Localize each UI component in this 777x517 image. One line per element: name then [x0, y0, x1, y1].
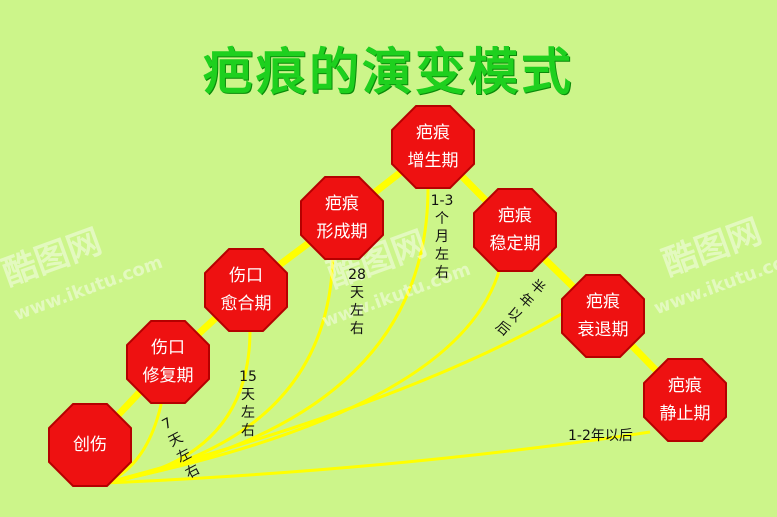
duration-char: 月 — [435, 229, 449, 245]
node-label-line1: 疤痕 — [416, 123, 450, 143]
duration-label-3: 28 天 左 右 — [345, 266, 369, 338]
node-scar-stable: 疤痕 稳定期 — [475, 190, 555, 270]
duration-char: 左 — [435, 247, 449, 263]
node-scar-hyperplasia: 疤痕 增生期 — [393, 107, 473, 187]
duration-char: 个 — [435, 211, 449, 227]
duration-label-2: 15 天 左 右 — [236, 368, 260, 440]
node-label-line1: 伤口 — [151, 338, 185, 358]
node-wound-healing: 伤口 愈合期 — [206, 250, 286, 330]
duration-char: 15 — [239, 369, 257, 385]
duration-char: 天 — [241, 387, 255, 403]
duration-char: 左 — [241, 405, 255, 421]
node-label-line2: 衰退期 — [577, 320, 629, 340]
duration-char: 右 — [350, 321, 364, 337]
node-label-line1: 伤口 — [229, 266, 263, 286]
node-label-line2: 形成期 — [316, 222, 368, 242]
duration-label-6: 1-2年以后 — [568, 428, 633, 444]
node-label-line2: 稳定期 — [489, 234, 541, 254]
duration-char: 1-3 — [430, 193, 454, 209]
duration-char: 28 — [348, 267, 366, 283]
node-scar-static: 疤痕 静止期 — [645, 360, 725, 440]
node-scar-formation: 疤痕 形成期 — [302, 178, 382, 258]
node-scar-decline: 疤痕 衰退期 — [563, 276, 643, 356]
node-label-line1: 疤痕 — [668, 376, 702, 396]
node-label-line2: 修复期 — [142, 366, 194, 386]
node-label-line1: 疤痕 — [586, 292, 620, 312]
node-label-line2: 愈合期 — [220, 294, 272, 314]
node-label-line1: 疤痕 — [498, 206, 532, 226]
node-label-line1: 疤痕 — [325, 194, 359, 214]
node-wound-repair: 伤口 修复期 — [128, 322, 208, 402]
duration-char: 左 — [350, 303, 364, 319]
duration-char: 右 — [241, 423, 255, 439]
duration-char: 天 — [350, 285, 364, 301]
node-trauma: 创伤 — [50, 405, 130, 485]
node-label-line2: 静止期 — [659, 404, 711, 424]
node-label-line1: 创伤 — [73, 435, 107, 455]
duration-label-4: 1-3 个 月 左 右 — [430, 192, 454, 282]
node-label-line2: 增生期 — [407, 151, 459, 171]
page-title: 疤痕的演变模式 — [203, 43, 574, 101]
duration-char: 右 — [435, 265, 449, 281]
